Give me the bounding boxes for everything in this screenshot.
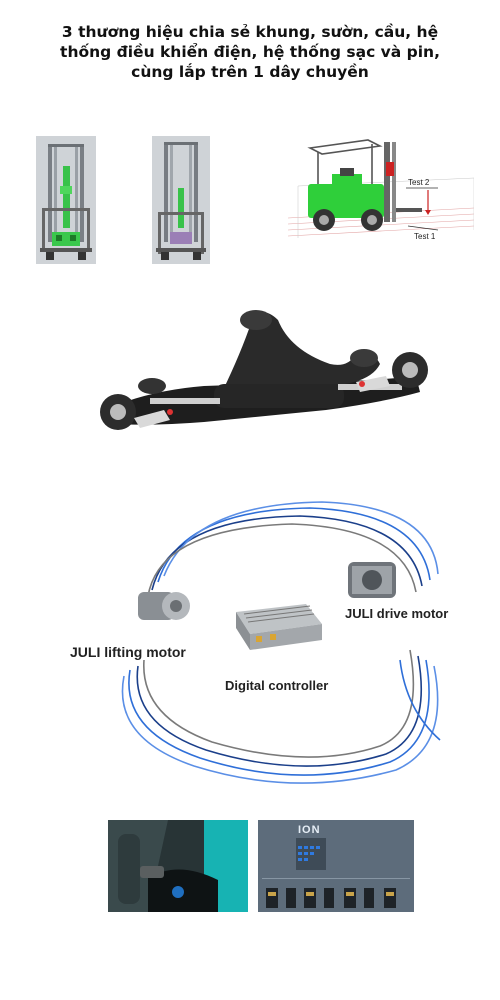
test-2-label: Test 2 — [408, 178, 430, 187]
forklift-test-render: Test 2 Test 1 — [288, 138, 474, 242]
title-line-1: 3 thương hiệu chia sẻ khung, sườn, cầu, … — [61, 23, 439, 41]
steering-axle-image — [94, 306, 434, 448]
drive-motor-label: JULI drive motor — [345, 606, 449, 621]
mast-render-front — [36, 136, 96, 264]
ion-battery-panel: ION — [258, 820, 414, 912]
title-line-2: thống điều khiển điện, hệ thống sạc và p… — [60, 43, 440, 61]
controller-label: Digital controller — [225, 678, 329, 693]
test-1-label: Test 1 — [414, 232, 436, 241]
drive-system-diagram: JULI lifting motor JULI drive motor Digi… — [60, 500, 460, 790]
lifting-motor-icon — [138, 592, 190, 620]
digital-controller-icon — [236, 604, 322, 650]
title-line-3: cùng lắp trên 1 dây chuyền — [131, 63, 369, 81]
lifting-motor-label: JULI lifting motor — [70, 644, 186, 660]
drive-motor-icon — [348, 562, 396, 598]
ion-brand-label: ION — [298, 824, 321, 836]
page-title: 3 thương hiệu chia sẻ khung, sườn, cầu, … — [20, 22, 480, 82]
cable-loop — [121, 501, 441, 784]
mast-render-rear — [152, 136, 210, 264]
charging-photo — [108, 820, 248, 912]
